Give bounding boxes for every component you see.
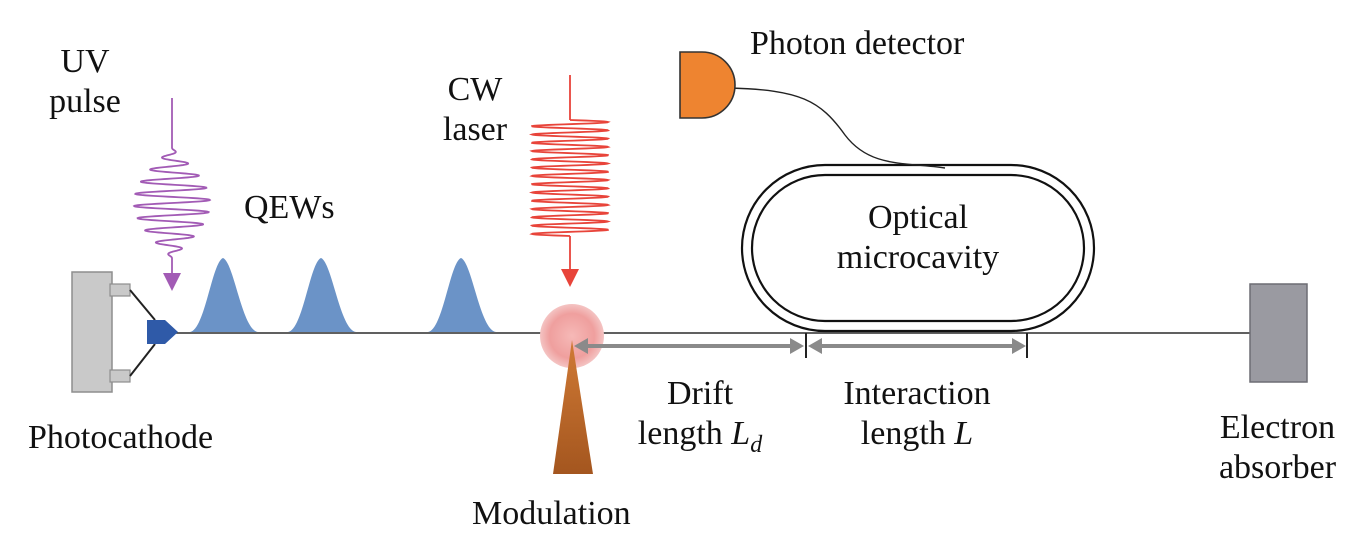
electron-absorber-label: Electron absorber xyxy=(1200,408,1355,488)
modulation-label: Modulation xyxy=(472,495,631,532)
uv-pulse-label: UV pulse xyxy=(20,42,150,122)
electron-absorber xyxy=(1249,283,1308,383)
photon-detector-label: Photon detector xyxy=(750,25,965,62)
emitter-block xyxy=(147,320,165,344)
cw-laser-label: CW laser xyxy=(420,70,530,150)
drift-length-label: Drift length Ld xyxy=(600,374,800,458)
emitter-tip xyxy=(165,320,178,344)
drift-subscript: d xyxy=(750,432,763,458)
drift-label-line2: length Ld xyxy=(600,414,800,458)
photocathode-lower-support xyxy=(129,343,156,377)
detector-fiber xyxy=(729,87,946,169)
interaction-label-text: length xyxy=(860,415,955,452)
photon-detector xyxy=(679,51,736,119)
photocathode-upper-clamp xyxy=(109,283,131,297)
interaction-label-line2: length L xyxy=(812,414,1022,454)
absorber-label-line2: absorber xyxy=(1218,449,1337,486)
cw-laser xyxy=(529,75,611,287)
absorber-label-line1: Electron xyxy=(1219,409,1336,446)
cw-laser-label-line2: laser xyxy=(442,111,508,148)
interaction-length-arrow xyxy=(808,338,1026,354)
cw-laser-wave xyxy=(529,119,611,237)
modulation-cone xyxy=(553,340,593,474)
qews-label: QEWs xyxy=(244,189,335,226)
optical-microcavity-label: Optical microcavity xyxy=(812,198,1024,278)
interaction-symbol: L xyxy=(954,415,974,452)
uv-pulse-label-line1: UV xyxy=(60,43,110,80)
microcavity-label-line2: microcavity xyxy=(836,239,1000,276)
photocathode-label: Photocathode xyxy=(28,419,214,456)
microcavity-inner-ring xyxy=(750,173,1086,323)
uv-pulse-label-line2: pulse xyxy=(49,83,121,120)
photocathode xyxy=(71,271,178,393)
photocathode-lower-clamp xyxy=(109,369,131,383)
photocathode-upper-support xyxy=(129,289,156,321)
photocathode-body xyxy=(71,271,113,393)
cw-laser-label-line1: CW xyxy=(447,71,503,108)
drift-length-arrow xyxy=(574,338,804,354)
drift-symbol: L xyxy=(731,415,751,452)
drift-label-text: length xyxy=(637,415,732,452)
uv-pulse xyxy=(132,98,212,291)
uv-pulse-wave xyxy=(132,147,212,259)
qew-pulse-2 xyxy=(288,258,356,332)
qew-pulse-3 xyxy=(428,258,496,332)
interaction-label-line1: Interaction xyxy=(843,375,991,412)
qew-pulse-1 xyxy=(190,258,258,332)
microcavity-label-line1: Optical xyxy=(867,199,969,236)
interaction-length-label: Interaction length L xyxy=(812,374,1022,454)
drift-label-line1: Drift xyxy=(666,375,734,412)
